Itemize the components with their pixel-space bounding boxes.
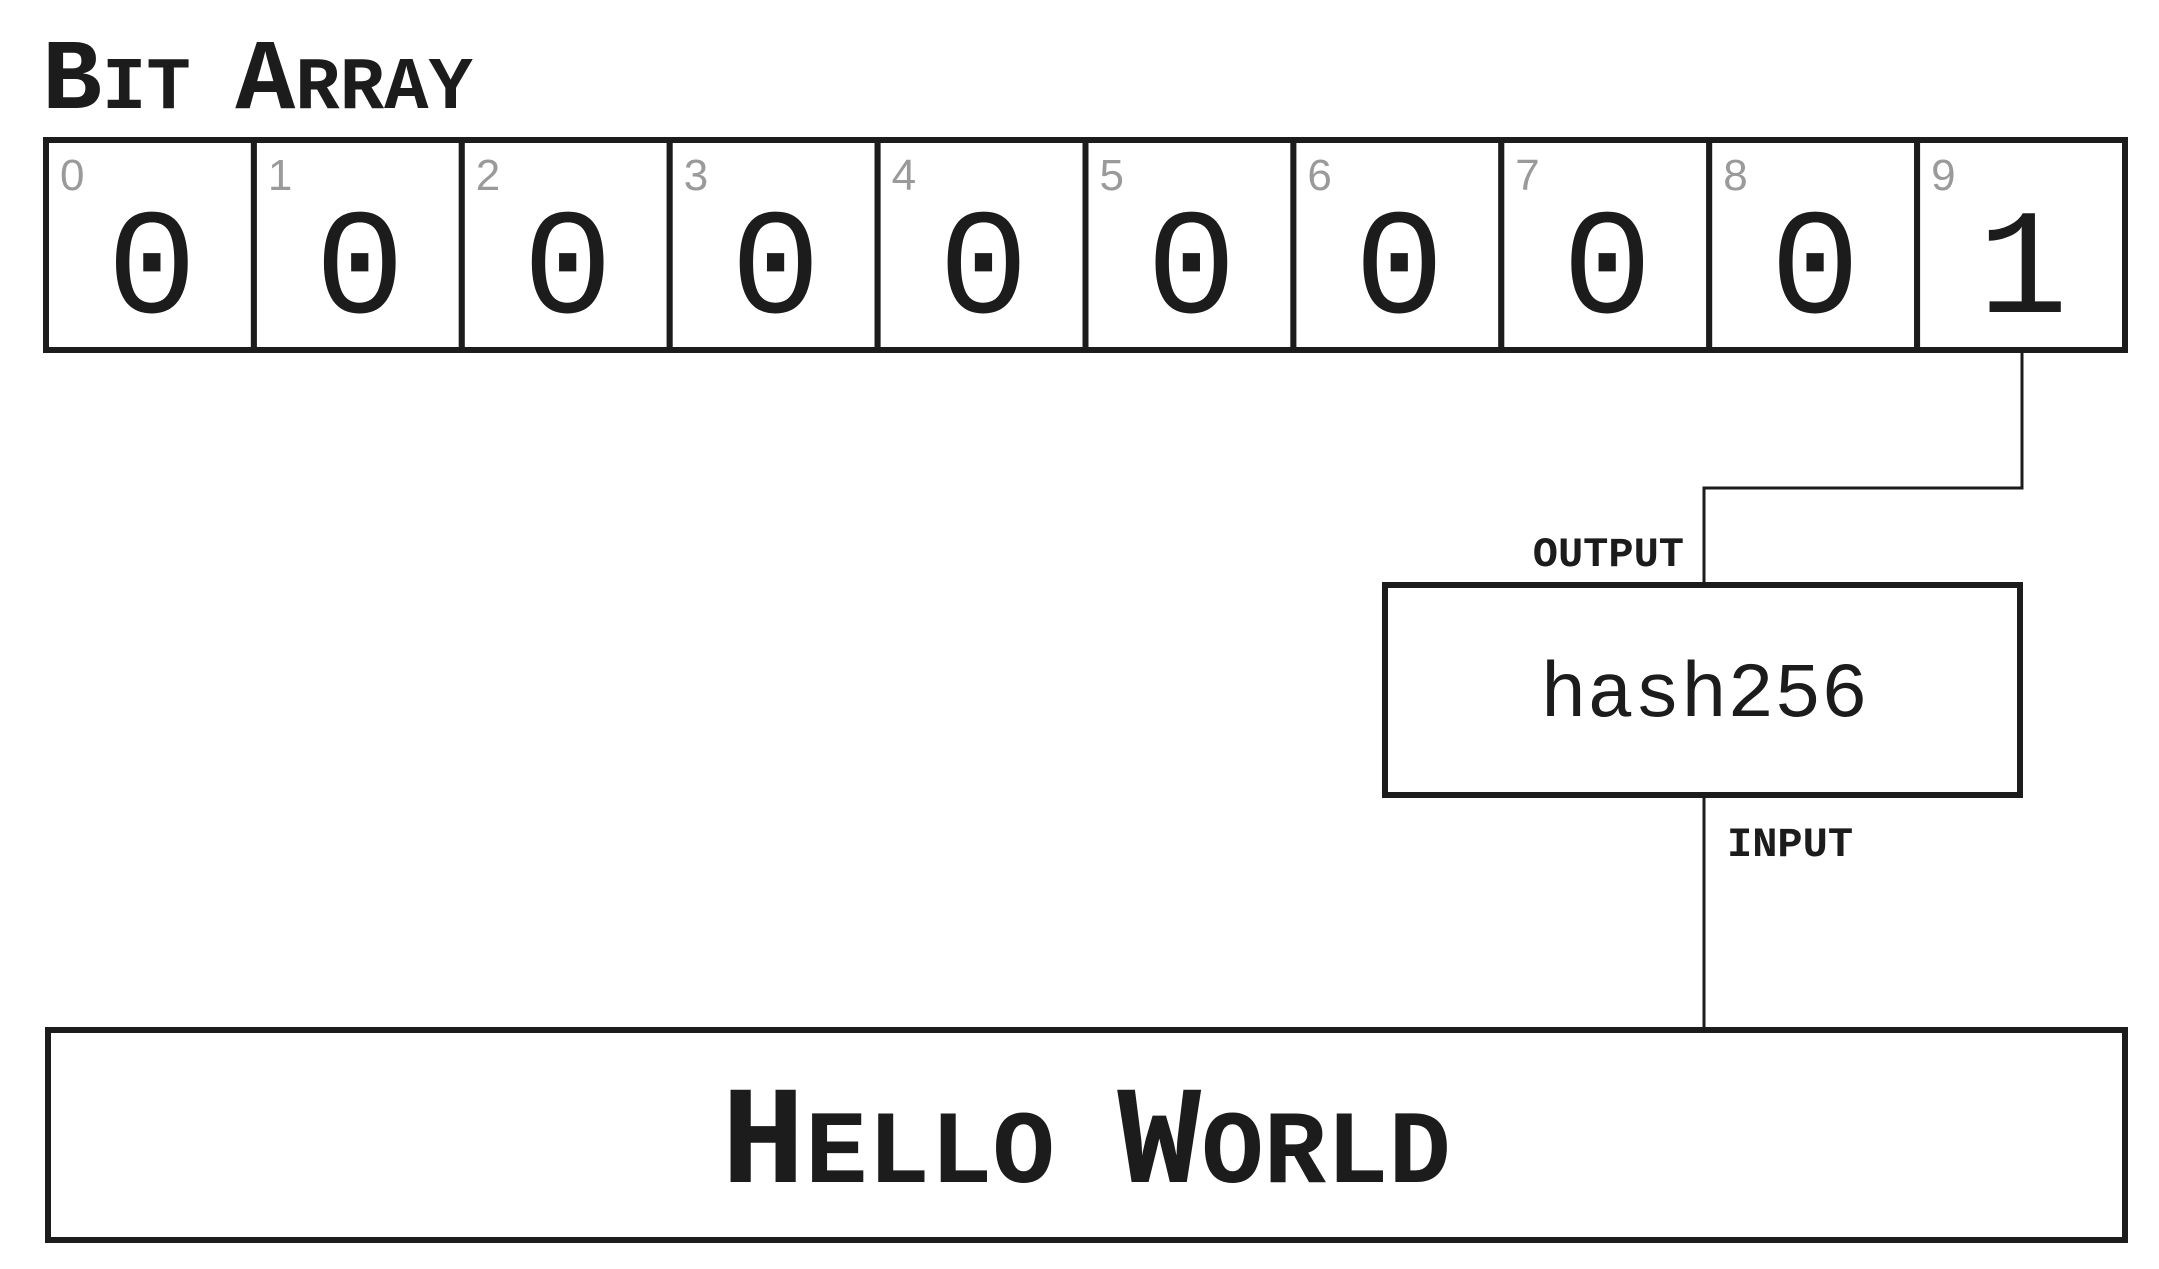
bit-cell-box — [1706, 137, 1921, 353]
bit-cell: 70 — [1498, 137, 1713, 358]
bit-cell: 10 — [250, 137, 465, 358]
input-text-rest: ELLO — [805, 1096, 1055, 1214]
input-text-box — [45, 1027, 2128, 1243]
bit-cell-box — [1498, 137, 1713, 353]
bit-index: 5 — [1100, 151, 1124, 200]
title-rest-1: IT — [102, 47, 191, 131]
hash-function-label: hash256 — [1540, 652, 1868, 740]
bit-value: 0 — [1354, 188, 1444, 358]
title-initial-1: B — [42, 26, 102, 139]
bit-cell-box — [1082, 137, 1297, 353]
diagram-title: BIT ARRAY — [42, 26, 474, 139]
bit-value: 0 — [523, 188, 613, 358]
output-wire — [1702, 350, 2024, 585]
bit-value: 0 — [107, 188, 197, 358]
bit-cell-box — [1914, 137, 2128, 353]
bit-index: 9 — [1931, 151, 1955, 200]
bit-cell-box — [1290, 137, 1505, 353]
input-text: HELLO WORLD — [721, 1066, 1451, 1225]
bit-value: 0 — [1146, 188, 1236, 358]
input-label: INPUT — [1727, 821, 1853, 869]
bit-value: 0 — [1562, 188, 1652, 358]
input-text-initial: W — [1117, 1066, 1201, 1225]
bit-value: 0 — [731, 188, 821, 358]
bit-cell: 30 — [666, 137, 881, 358]
input-text-rest: ORLD — [1201, 1096, 1451, 1214]
bit-cell: 20 — [458, 137, 673, 358]
bit-value: 0 — [1770, 188, 1860, 358]
bit-cell-box — [43, 137, 257, 353]
bit-cell: 50 — [1082, 137, 1297, 358]
bit-value: 0 — [939, 188, 1029, 358]
bit-index: 3 — [684, 151, 708, 200]
bit-cell: 40 — [874, 137, 1089, 358]
bit-cell: 80 — [1706, 137, 1921, 358]
input-text-initial: H — [721, 1066, 805, 1225]
output-label: OUTPUT — [1533, 531, 1684, 579]
bit-cell-box — [250, 137, 465, 353]
bit-index: 4 — [892, 151, 916, 200]
bit-index: 2 — [476, 151, 500, 200]
hash-function-box — [1382, 582, 2023, 798]
bit-cell: 60 — [1290, 137, 1505, 358]
bit-index: 1 — [268, 151, 292, 200]
bit-cell-box — [458, 137, 673, 353]
bit-value: 1 — [1978, 188, 2068, 358]
bit-index: 6 — [1307, 151, 1331, 200]
bit-index: 8 — [1723, 151, 1747, 200]
bit-index: 0 — [60, 151, 84, 200]
title-rest-2: RRAY — [295, 47, 473, 131]
bit-index: 7 — [1515, 151, 1539, 200]
bit-value: 0 — [315, 188, 405, 358]
bit-cell: 00 — [43, 137, 257, 358]
bit-cell: 91 — [1914, 137, 2128, 358]
bit-cell-box — [874, 137, 1089, 353]
title-space — [191, 47, 235, 131]
title-initial-2: A — [235, 26, 296, 139]
